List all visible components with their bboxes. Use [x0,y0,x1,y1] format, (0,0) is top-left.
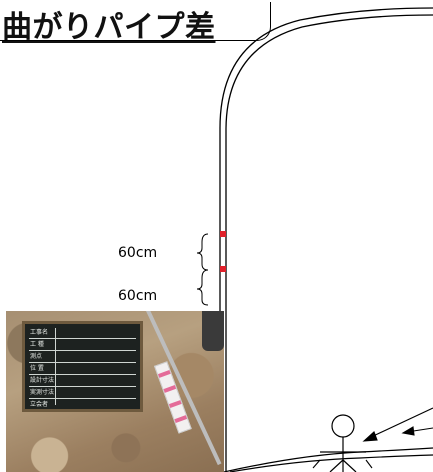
board-label-note: 立会者 [30,401,49,408]
photo-chalkboard: 工事名 工 種 測点 位 置 設計寸法 実測寸法 立会者 [22,321,143,412]
board-label-design: 設計寸法 [30,377,55,384]
board-rule [29,362,136,363]
board-label-location: 測点 [30,353,43,360]
board-rule [29,374,136,375]
board-rule [29,350,136,351]
pipe-inner-line [225,14,433,472]
board-rule [29,398,136,399]
brace-bottom [196,269,209,306]
tape-mark [158,370,171,378]
board-rule [29,386,136,387]
person-leg-left [329,459,344,472]
board-rule [29,338,136,339]
page-title: 曲がりパイプ差 [2,10,216,45]
spacing-label-bottom: 60cm [118,288,158,304]
tape-mark [163,385,177,393]
brace-top [196,233,209,271]
person-figure [320,414,366,472]
site-photo: 工事名 工 種 測点 位 置 設計寸法 実測寸法 立会者 [6,311,224,472]
board-label-section: 工 種 [30,341,44,348]
worker-boot [202,311,224,351]
arc-inner [229,454,433,472]
person-leg-right [342,459,357,472]
marker-bottom [220,266,226,272]
arrow-line-1 [368,407,433,439]
tape-mark [174,415,188,423]
pipe-outer-line [219,7,433,472]
board-label-item: 位 置 [30,365,44,372]
arrow-head-1 [362,431,378,442]
curved-pipe [219,7,433,472]
tape-mark [168,400,182,408]
arrows [312,407,433,469]
board-divider [55,328,56,405]
person-head [331,414,355,438]
board-label-actual: 実測寸法 [30,389,55,396]
title-frame [0,2,271,41]
arrow-line-3 [312,459,321,469]
marker-top [220,231,226,237]
spacing-label-top: 60cm [118,245,158,261]
arrow-line-4 [365,459,373,469]
arrow-head-2 [401,426,415,436]
board-label-project: 工事名 [30,329,49,336]
